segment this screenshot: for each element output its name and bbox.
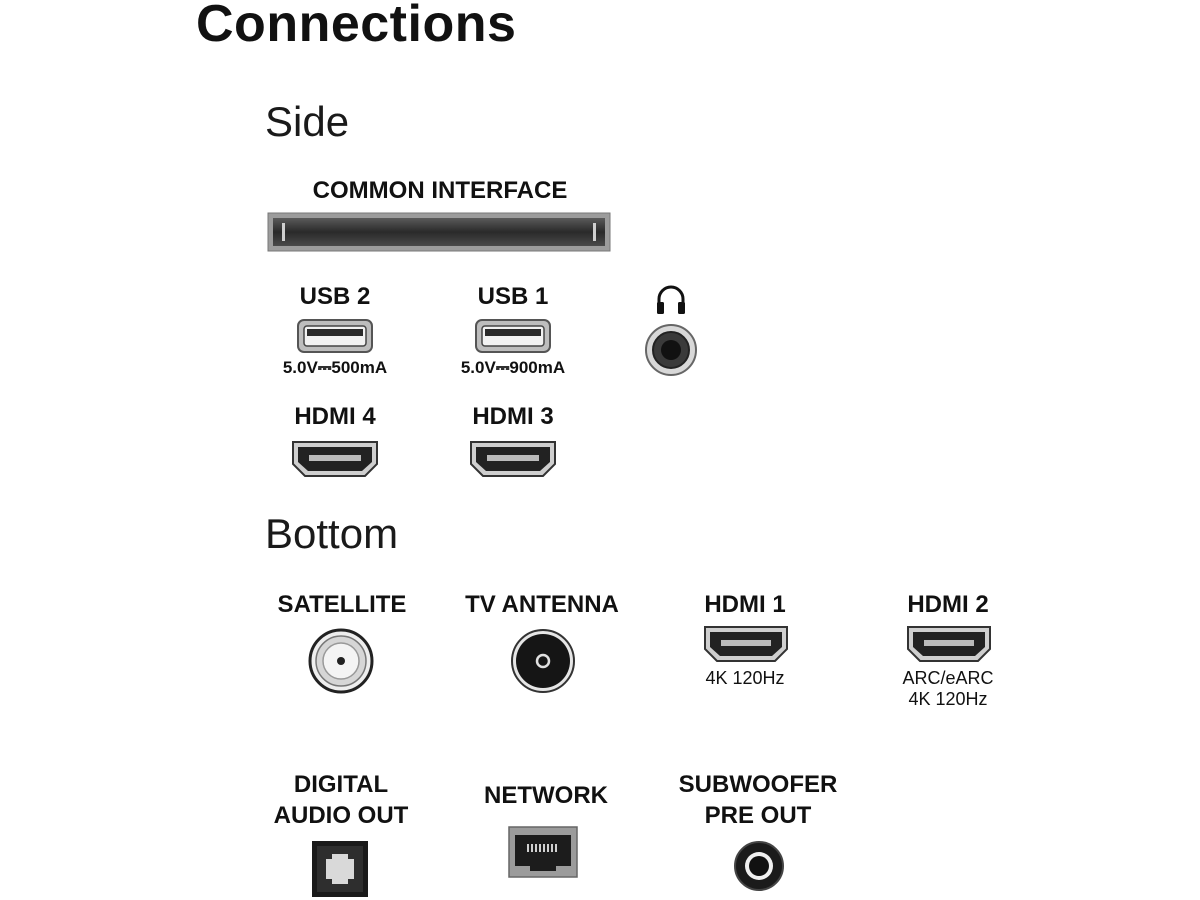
usb1-rating: 5.0V⎓900mA <box>460 358 566 377</box>
tv-antenna-connector-icon <box>511 629 575 693</box>
ethernet-port-icon <box>508 826 578 878</box>
headphone-jack-icon <box>645 324 697 376</box>
headphones-icon <box>657 285 685 314</box>
section-heading-side: Side <box>265 98 350 145</box>
hdmi4-port-icon <box>292 441 378 477</box>
tv-antenna-label: TV ANTENNA <box>465 591 619 618</box>
subwoofer-label-line1: SUBWOOFER <box>678 771 838 798</box>
optical-audio-port-icon <box>312 841 368 897</box>
network-label: NETWORK <box>484 782 608 809</box>
subwoofer-label-line2: PRE OUT <box>704 802 812 829</box>
usb2-port-icon <box>297 319 373 353</box>
usb2-label: USB 2 <box>299 283 371 310</box>
hdmi1-label: HDMI 1 <box>704 591 786 618</box>
hdmi2-spec-line1: ARC/eARC <box>902 668 994 688</box>
usb1-port-icon <box>475 319 551 353</box>
section-heading-bottom: Bottom <box>265 510 399 557</box>
hdmi2-label: HDMI 2 <box>907 591 989 618</box>
hdmi3-label: HDMI 3 <box>472 403 554 430</box>
usb2-rating: 5.0V⎓500mA <box>282 358 388 377</box>
hdmi4-label: HDMI 4 <box>294 403 376 430</box>
hdmi1-port-icon <box>704 626 788 662</box>
hdmi3-port-icon <box>470 441 556 477</box>
digital-audio-out-label-line2: AUDIO OUT <box>273 802 409 829</box>
hdmi1-spec: 4K 120Hz <box>705 668 785 688</box>
common-interface-slot-icon <box>267 212 611 252</box>
satellite-connector-icon <box>308 628 374 694</box>
page-title: Connections <box>196 0 517 53</box>
usb1-label: USB 1 <box>477 283 549 310</box>
digital-audio-out-label-line1: DIGITAL <box>293 771 389 798</box>
subwoofer-jack-icon <box>734 841 784 891</box>
hdmi2-port-icon <box>907 626 991 662</box>
satellite-label: SATELLITE <box>277 591 407 618</box>
common-interface-label: COMMON INTERFACE <box>312 177 568 204</box>
hdmi2-spec-line2: 4K 120Hz <box>908 689 988 709</box>
